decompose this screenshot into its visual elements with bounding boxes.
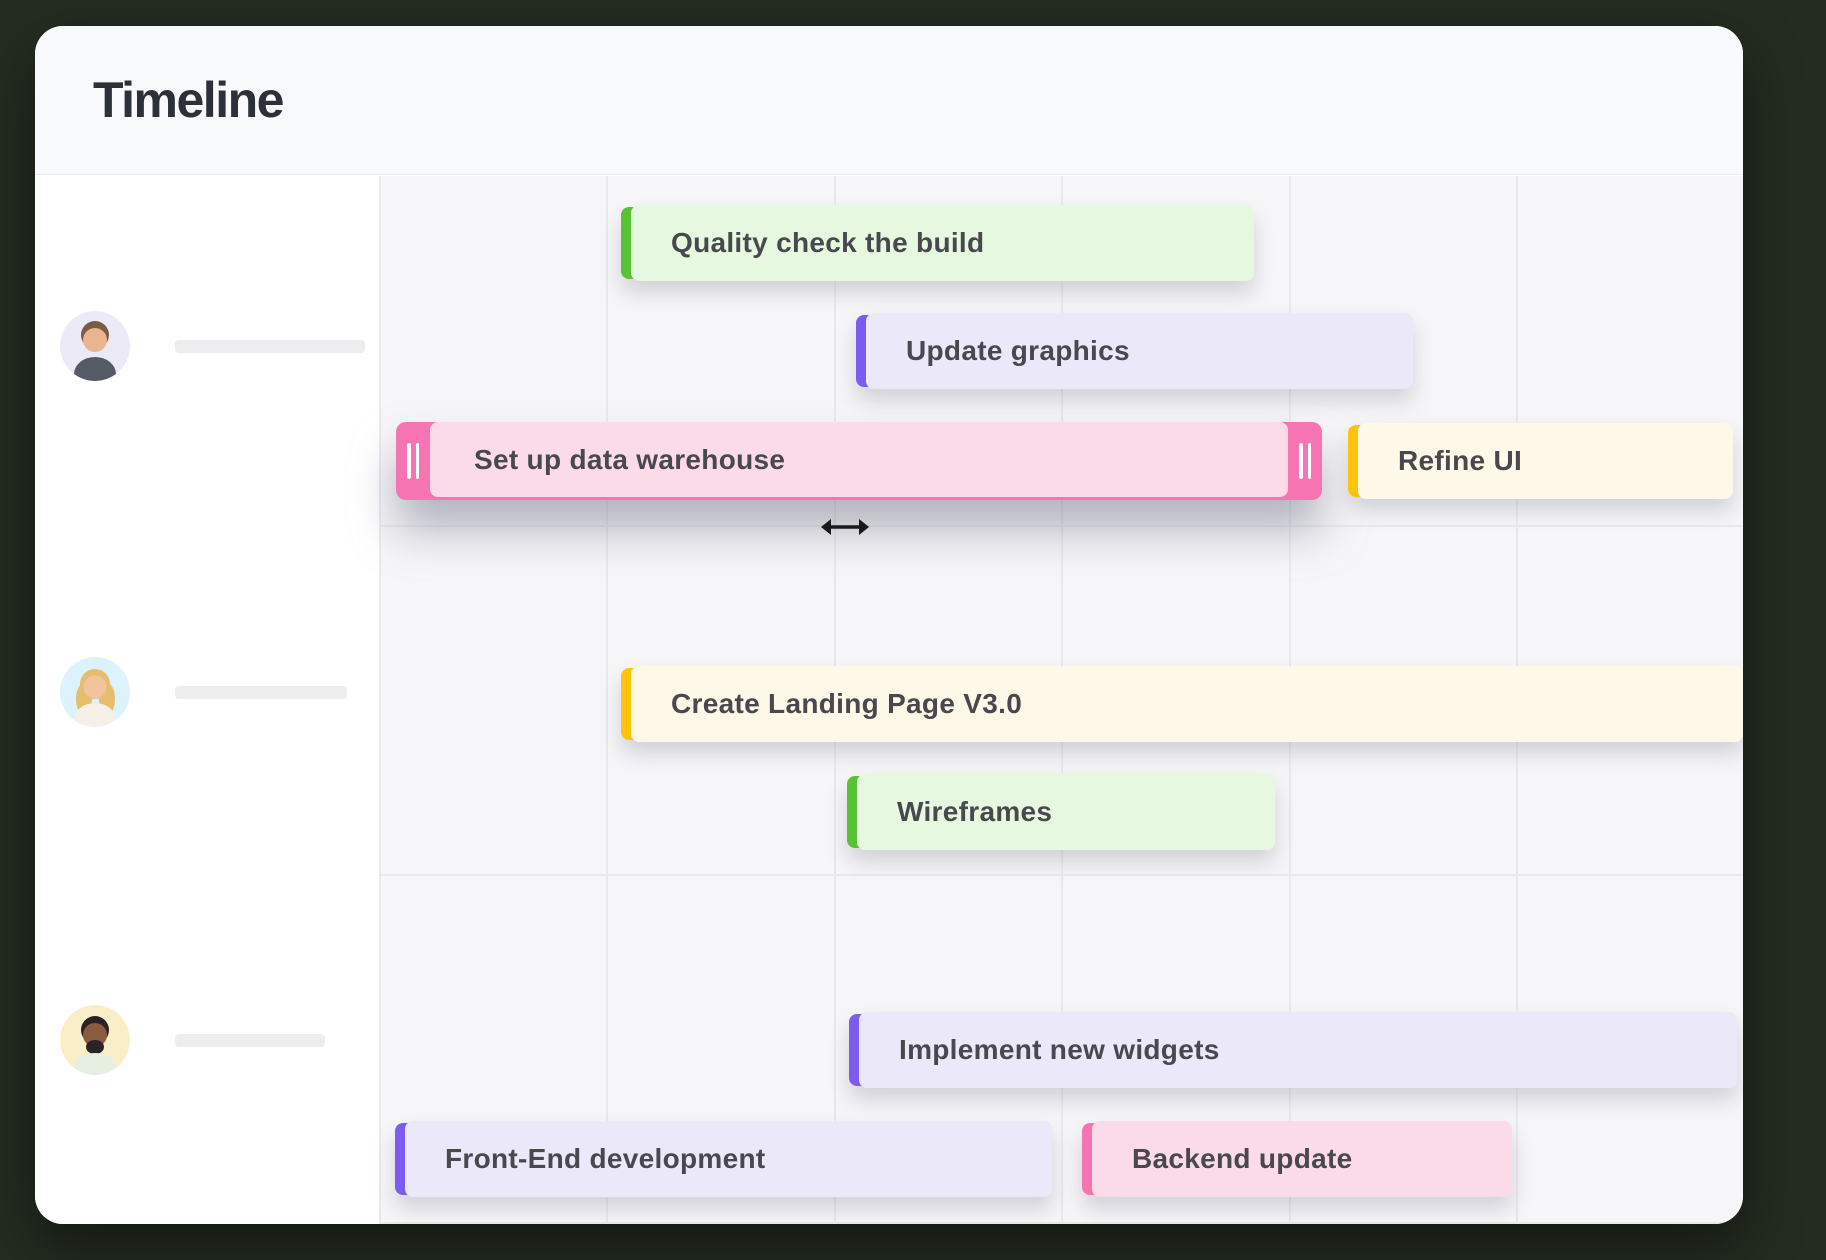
member-name-placeholder [175,340,365,353]
member-name-placeholder [175,686,347,699]
avatar-member-1 [60,311,130,381]
avatar-member-3 [60,1005,130,1075]
task-implement-new-widgets[interactable]: Implement new widgets [849,1012,1737,1088]
task-label: Create Landing Page V3.0 [671,688,1023,719]
task-label: Set up data warehouse [474,443,786,475]
grid-line-horizontal [35,525,1743,527]
grid-line-horizontal [35,874,1743,876]
task-quality-check-the-build[interactable]: Quality check the build [621,205,1254,281]
task-label: Front-End development [445,1143,766,1174]
page-title: Timeline [93,72,284,128]
task-body: Set up data warehouse [430,422,1288,497]
task-label: Wireframes [897,796,1053,827]
task-create-landing-page[interactable]: Create Landing Page V3.0 [621,666,1743,742]
drag-handle-left-icon[interactable] [396,422,430,500]
timeline-card: Timeline [35,26,1743,1224]
task-refine-ui[interactable]: Refine UI [1348,423,1733,499]
grid-line-horizontal [35,1222,1743,1224]
avatar-member-2 [60,657,130,727]
drag-handle-right-icon[interactable] [1288,422,1322,500]
task-label: Refine UI [1398,445,1523,476]
member-row-2 [35,657,379,727]
member-row-3 [35,1005,379,1075]
member-row-1 [35,311,379,381]
task-label: Update graphics [906,335,1130,366]
timeline-grid: Quality check the build Update graphics … [35,176,1743,1224]
card-header: Timeline [35,26,1743,175]
task-backend-update[interactable]: Backend update [1082,1121,1512,1197]
task-label: Implement new widgets [899,1034,1220,1065]
resize-cursor-icon [821,519,869,535]
task-label: Backend update [1132,1143,1353,1174]
task-front-end-development[interactable]: Front-End development [395,1121,1052,1197]
grid-line-vertical [379,176,381,1224]
task-set-up-data-warehouse[interactable]: Set up data warehouse [396,422,1322,500]
task-label: Quality check the build [671,227,985,258]
task-update-graphics[interactable]: Update graphics [856,313,1413,389]
member-name-placeholder [175,1034,325,1047]
task-wireframes[interactable]: Wireframes [847,774,1275,850]
grid-line-vertical [606,176,608,1224]
